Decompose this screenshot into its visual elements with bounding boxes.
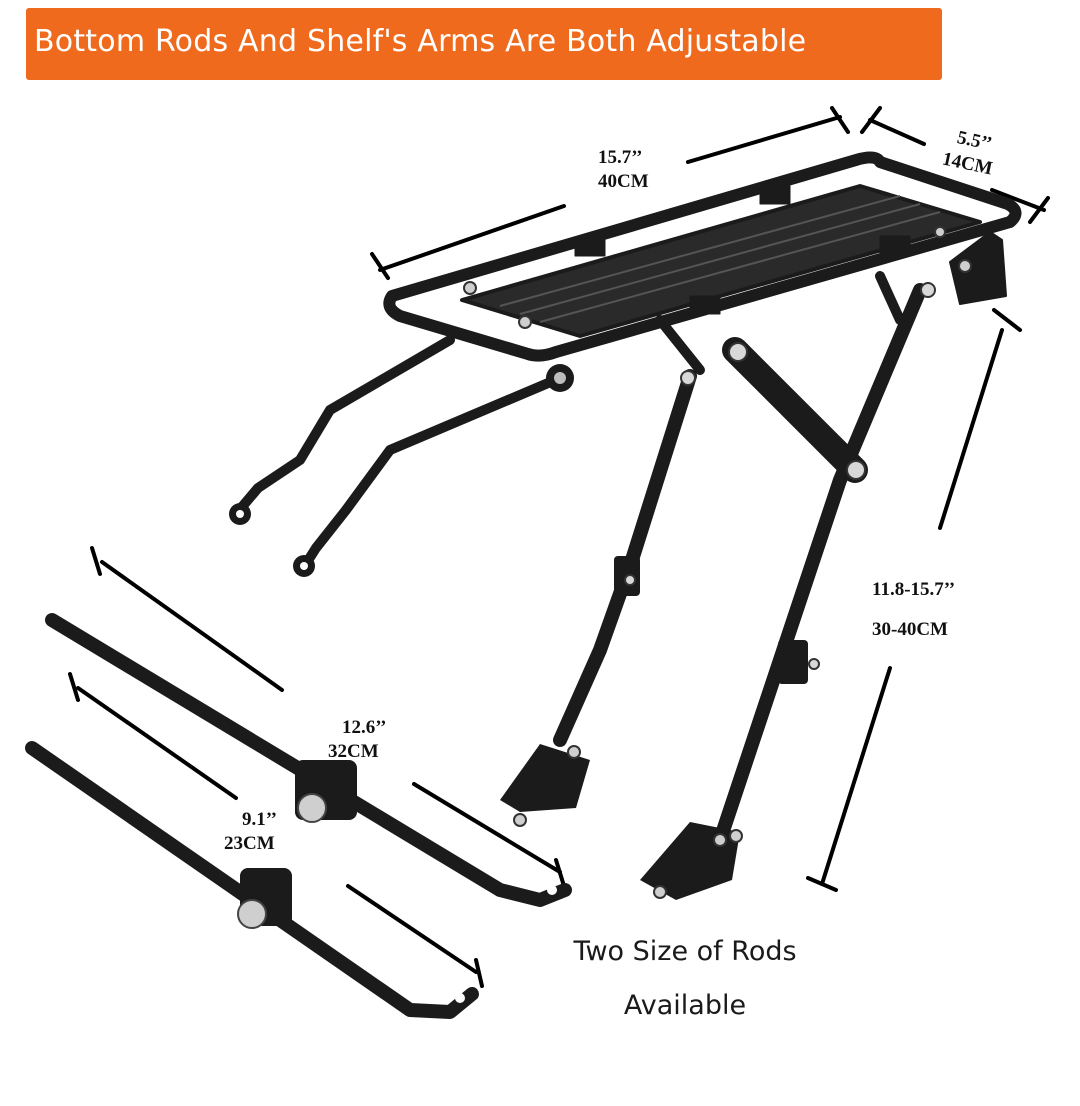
short-rod-inches: 9.1’’: [242, 809, 277, 830]
long-rod-cm: 32CM: [328, 741, 379, 762]
dimension-lines: [68, 106, 1050, 988]
length-cm: 40CM: [598, 171, 649, 192]
dimension-line-width-b: [990, 188, 1046, 212]
shelf-arms: [231, 335, 565, 575]
dimension-line-long-rod-b: [412, 782, 562, 874]
short-rod: [25, 741, 479, 1019]
height-label: 11.8-15.7’’ 30-40CM: [872, 570, 955, 650]
height-cm: 30-40CM: [872, 619, 948, 640]
dimension-line-length-a: [378, 204, 566, 272]
long-rod-label: 12.6’’ 32CM: [328, 716, 387, 764]
dimension-line-long-rod-a: [100, 560, 284, 692]
headline-text: Bottom Rods And Shelf's Arms Are Both Ad…: [34, 24, 807, 59]
caption-line-1: Two Size of Rods: [573, 936, 797, 967]
length-inches: 15.7’’: [598, 147, 643, 168]
length-label: 15.7’’ 40CM: [598, 146, 649, 194]
dimension-line-short-rod-a: [76, 686, 238, 800]
dimension-line-short-rod-b: [346, 884, 478, 974]
dimension-line-height-b: [820, 666, 892, 886]
rack-legs: [553, 271, 927, 847]
long-rod-inches: 12.6’’: [342, 717, 387, 738]
dimension-line-width-a: [868, 118, 926, 146]
rack-platform: [383, 151, 1022, 362]
dimension-line-length-b: [686, 115, 842, 164]
leg-clamps: [500, 744, 740, 900]
dimension-line-height-a: [938, 328, 1004, 530]
short-rod-label: 9.1’’ 23CM: [224, 808, 277, 856]
height-inches: 11.8-15.7’’: [872, 579, 956, 600]
short-rod-cm: 23CM: [224, 833, 275, 854]
width-label: 5.5’’ 14CM: [940, 124, 1000, 181]
long-rod: [45, 613, 572, 907]
caption-line-2: Available: [623, 990, 747, 1021]
headline-banner: Bottom Rods And Shelf's Arms Are Both Ad…: [26, 8, 942, 80]
